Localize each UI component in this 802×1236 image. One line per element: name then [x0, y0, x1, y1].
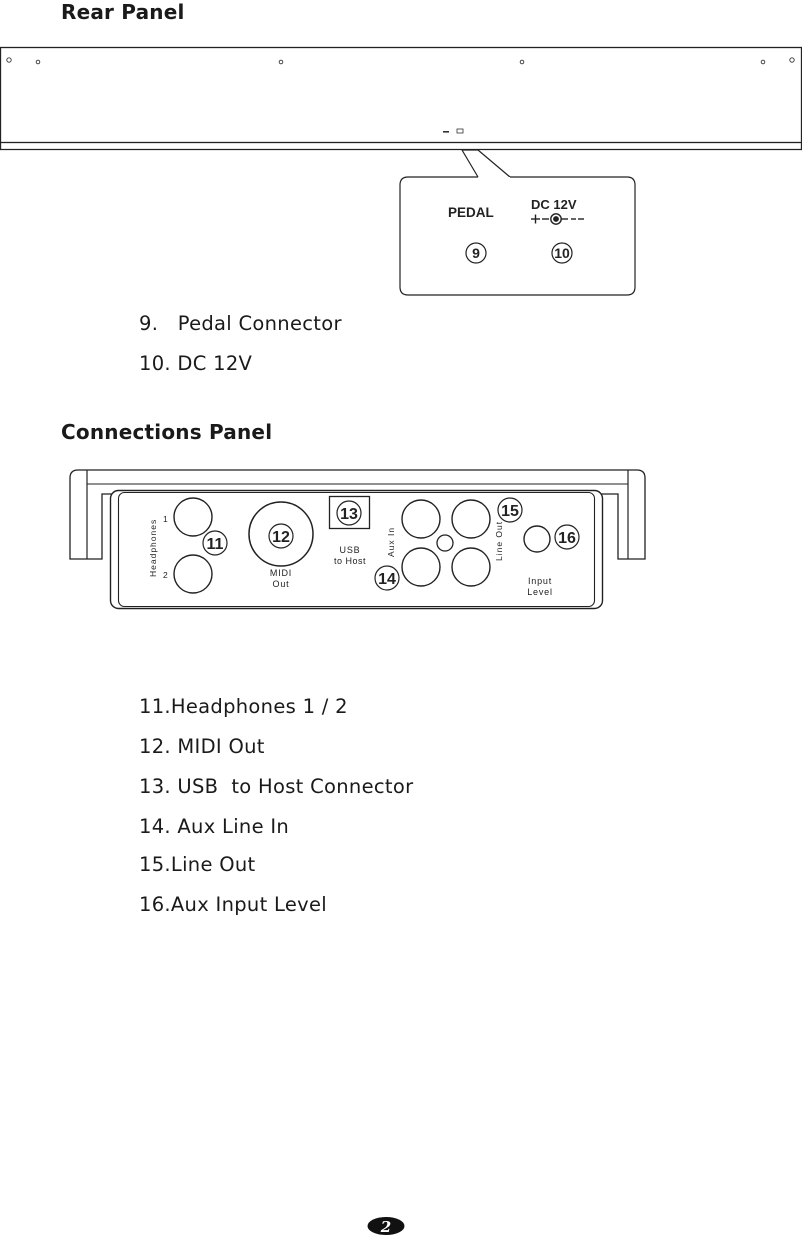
rear-panel-diagram: PEDAL DC 12V 9 10 — [0, 44, 802, 304]
number-badge-10: 10 — [552, 243, 572, 263]
conn-item-15: 15.Line Out — [139, 853, 256, 876]
screw-hole — [279, 60, 283, 64]
aux-in-label: Aux In — [386, 527, 396, 557]
number-badge-13: 13 — [337, 501, 361, 525]
svg-text:11: 11 — [207, 536, 224, 553]
svg-text:15: 15 — [501, 503, 519, 520]
aux-in-jack-right — [402, 548, 440, 586]
conn-item-12: 12. MIDI Out — [139, 735, 265, 758]
usb-label-1: USB — [340, 545, 361, 555]
dc-jack-mark — [457, 129, 463, 133]
rear-panel-heading: Rear Panel — [61, 0, 185, 24]
usb-label-2: to Host — [334, 556, 366, 566]
number-badge-9: 9 — [466, 243, 486, 263]
number-badge-11: 11 — [203, 531, 227, 555]
screw-hole — [36, 60, 40, 64]
conn-item-11: 11.Headphones 1 / 2 — [139, 695, 348, 718]
line-out-jack-right — [452, 548, 490, 586]
headphone-jack-1 — [174, 498, 212, 536]
pedal-jack-mark — [443, 131, 449, 133]
aux-level-knob — [437, 535, 453, 551]
input-level-knob — [524, 526, 550, 552]
midi-label-2: Out — [273, 579, 290, 589]
svg-text:13: 13 — [340, 506, 358, 523]
connections-panel-diagram: Headphones 1 2 11 12 MIDI Out 13 USB to … — [0, 464, 802, 620]
line-out-label: Line Out — [494, 521, 504, 561]
rear-item-10: 10. DC 12V — [139, 352, 252, 375]
connections-panel-heading: Connections Panel — [61, 420, 272, 444]
aux-in-jack-left — [402, 500, 440, 538]
screw-hole — [761, 60, 765, 64]
conn-item-14: 14. Aux Line In — [139, 815, 289, 838]
conn-item-13: 13. USB to Host Connector — [139, 775, 413, 798]
svg-text:9: 9 — [472, 245, 480, 261]
screw-hole — [7, 58, 11, 62]
hp1-label: 1 — [163, 514, 168, 524]
rear-item-9: 9. Pedal Connector — [139, 312, 342, 335]
conn-item-16: 16.Aux Input Level — [139, 893, 327, 916]
number-badge-15: 15 — [498, 498, 522, 522]
midi-label-1: MIDI — [270, 568, 292, 578]
headphones-label: Headphones — [148, 519, 158, 577]
callout-box — [400, 177, 635, 295]
number-badge-14: 14 — [375, 566, 399, 590]
number-badge-12: 12 — [269, 524, 293, 548]
svg-text:12: 12 — [272, 529, 290, 546]
input-level-label-1: Input — [528, 576, 552, 586]
rear-panel-body — [1, 48, 802, 143]
page-number-badge: 2 — [367, 1216, 405, 1235]
pedal-label: PEDAL — [448, 205, 494, 220]
page-number: 2 — [380, 1218, 391, 1235]
number-badge-16: 16 — [555, 525, 579, 549]
svg-text:16: 16 — [558, 530, 576, 547]
hp2-label: 2 — [163, 570, 168, 580]
screw-hole — [790, 58, 794, 62]
dc-label: DC 12V — [531, 197, 577, 212]
screw-hole — [520, 60, 524, 64]
input-level-label-2: Level — [527, 587, 553, 597]
line-out-jack-left — [452, 500, 490, 538]
svg-text:10: 10 — [554, 245, 570, 261]
headphone-jack-2 — [174, 555, 212, 593]
svg-text:14: 14 — [378, 571, 396, 588]
